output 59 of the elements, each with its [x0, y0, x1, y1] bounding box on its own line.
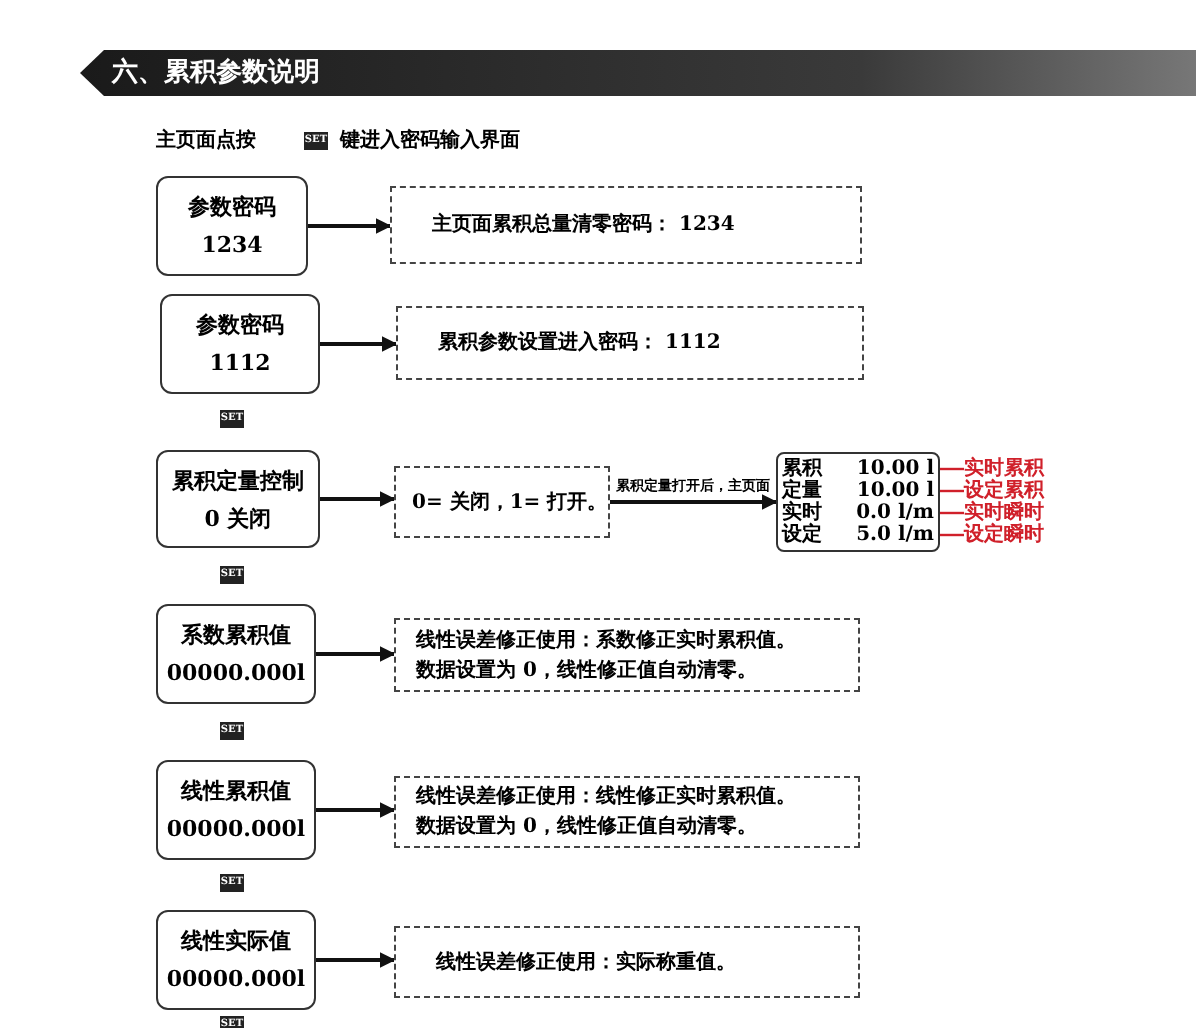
parameter-display-box: [156, 910, 316, 1010]
annotation-text: 实时瞬时: [964, 502, 1044, 524]
row-label: 设定: [782, 524, 822, 546]
description-text: 主页面累积总量清零密码： 1234: [432, 212, 737, 238]
annotation-text: 设定瞬时: [964, 524, 1044, 546]
parameter-name: 线性累积值: [181, 778, 291, 804]
description-text: 线性误差修正使用：线性修正实时累积值。: [416, 784, 798, 810]
description-box: [390, 186, 862, 264]
arrow: [316, 952, 396, 968]
annotation-text: 实时累积: [964, 458, 1044, 480]
instruction-text: 主页面点按: [156, 128, 256, 154]
arrow: [308, 218, 392, 234]
leader-line: [940, 489, 964, 493]
parameter-name: 线性实际值: [181, 928, 291, 954]
arrow: [610, 494, 778, 510]
arrow: [316, 646, 396, 662]
parameter-value: 1112: [209, 350, 271, 376]
arrow: [320, 491, 396, 507]
parameter-display-box: [160, 294, 320, 394]
parameter-value: 1234: [201, 232, 263, 258]
section-title: 六、累积参数说明: [112, 55, 320, 92]
description-text: 数据设置为 0，线性修正值自动清零。: [416, 814, 759, 840]
description-box: [396, 306, 864, 380]
description-text: 累积参数设置进入密码： 1112: [438, 330, 723, 356]
row-value: 10.00 l: [854, 458, 934, 480]
parameter-display-box: [156, 176, 308, 276]
description-text: 0= 关闭，1= 打开。: [412, 489, 608, 515]
screen-display-box: [776, 452, 940, 552]
parameter-name: 参数密码: [188, 194, 276, 220]
parameter-name: 系数累积值: [181, 622, 291, 648]
leader-line: [940, 511, 964, 515]
parameter-value: 00000.000l: [166, 966, 306, 992]
parameter-name: 累积定量控制: [172, 467, 304, 493]
parameter-value: 0 关闭: [204, 505, 272, 531]
parameter-name: 参数密码: [196, 312, 284, 338]
leader-line: [940, 467, 964, 471]
parameter-display-box: [156, 760, 316, 860]
parameter-value: 00000.000l: [166, 816, 306, 842]
row-value: 0.0 l/m: [854, 502, 934, 524]
instruction-text: 键进入密码输入界面: [340, 128, 520, 154]
arrow: [316, 802, 396, 818]
row-label: 实时: [782, 502, 822, 524]
leader-line: [940, 533, 964, 537]
description-text: 线性误差修正使用：实际称重值。: [436, 949, 738, 975]
row-value: 10.00 l: [854, 480, 934, 502]
row-label: 定量: [782, 480, 822, 502]
annotation-text: 设定累积: [964, 480, 1044, 502]
row-label: 累积: [782, 458, 822, 480]
description-box: [394, 466, 610, 538]
description-text: 数据设置为 0，线性修正值自动清零。: [416, 657, 759, 683]
parameter-value: 00000.000l: [166, 660, 306, 686]
parameter-display-box: [156, 450, 320, 548]
description-box: [394, 618, 860, 692]
arrow: [320, 336, 398, 352]
description-box: [394, 926, 860, 998]
row-value: 5.0 l/m: [854, 524, 934, 546]
description-box: [394, 776, 860, 848]
description-text: 线性误差修正使用：系数修正实时累积值。: [416, 627, 798, 653]
parameter-display-box: [156, 604, 316, 704]
